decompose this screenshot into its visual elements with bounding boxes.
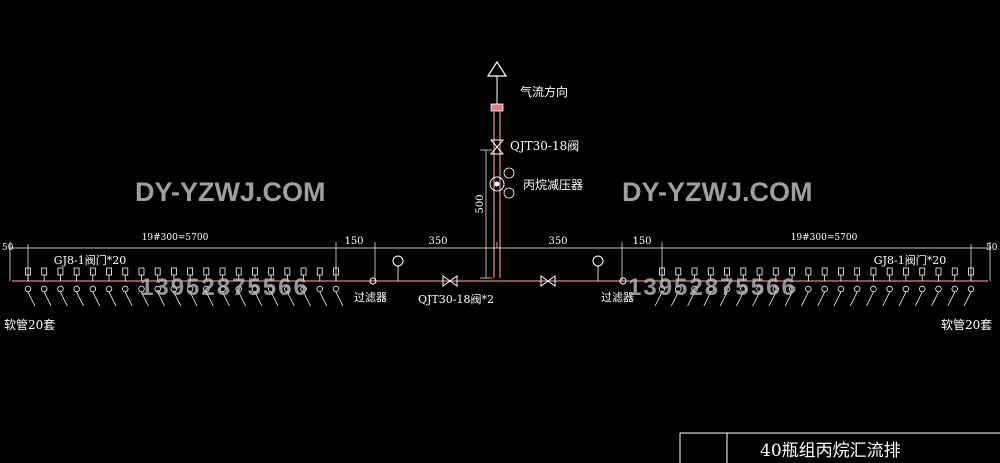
cylinder-valve-icon [931,267,942,307]
vertical-dimension [480,149,492,279]
cylinder-valve-icon [300,267,311,307]
riser-valve-icon [489,139,505,155]
cylinder-valve-icon [963,267,975,307]
filter-right-icon [619,277,627,285]
cylinder-valve-icon [154,267,166,307]
filter-left-icon [369,277,377,285]
cylinder-valve-icon [186,267,198,307]
dim-left-150: 150 [344,236,363,247]
cylinder-valve-icon [784,267,796,307]
cylinder-valve-icon [654,267,666,307]
cylinder-valve-icon [719,267,731,307]
cylinder-valve-icon [735,267,747,307]
main-valve-label: QJT30-18阀*2 [418,292,494,306]
hose-right-label: 软管20套 [941,317,992,332]
cylinder-valve-icon [914,267,926,307]
cylinder-valve-icon [332,267,344,307]
pressure-gauge-left-icon [392,255,404,281]
cylinder-valve-icon [170,267,182,307]
dim-left-span: 19#300=5700 [142,233,209,243]
dim-left-350: 350 [428,236,447,247]
phone-watermark-left: 13952875566 [140,274,309,301]
dim-right-350: 350 [548,236,567,247]
flow-arrow-icon [486,60,508,104]
valve-bank-right-label: GJ8-1阀门*20 [874,253,946,267]
phone-watermark-right: 13952875566 [628,274,797,301]
cylinder-valve-icon [866,267,877,307]
hose-left-label: 软管20套 [4,317,55,332]
flow-direction-label: 气流方向 [520,84,568,99]
regulator-label: 丙烷减压器 [523,178,583,192]
cylinder-valve-icon [284,267,295,307]
cylinder-valve-icon [122,267,133,307]
cylinder-valve-icon [219,267,230,307]
cylinder-valve-icon [105,267,117,307]
pressure-gauge-right-icon [592,255,604,281]
cylinder-valve-icon [849,267,861,307]
cylinder-valve-icon [670,267,682,307]
riser-cap [490,103,504,112]
cylinder-valve-icon [73,267,84,307]
main-valve-right-icon [540,275,556,287]
cylinder-valve-icon [898,267,910,307]
watermark-right: DY-YZWJ.COM [622,177,813,207]
cylinder-valve-icon [817,267,828,307]
cylinder-valve-icon [768,267,780,307]
cylinder-valve-icon [138,267,149,307]
cylinder-valve-icon [833,267,845,307]
dim-right-span: 19#300=5700 [791,233,858,243]
cylinder-valve-icon [687,267,698,307]
regulator-icon [489,167,515,199]
cylinder-valve-icon [882,267,893,307]
valve-bank-left-label: GJ8-1阀门*20 [54,253,126,267]
filter-right-label: 过滤器 [601,291,634,304]
valve-bank-right [654,267,975,307]
filter-left-label: 过滤器 [354,291,387,304]
vertical-dimension-text: 500 [475,194,486,213]
main-valve-left-icon [442,275,458,287]
cylinder-valve-icon [752,267,763,307]
dim-right-150: 150 [632,236,651,247]
cylinder-valve-icon [203,267,214,307]
dim-left-far: 50 [2,243,14,253]
cylinder-valve-icon [235,267,247,307]
cylinder-valve-icon [947,267,958,307]
watermark-left: DY-YZWJ.COM [135,177,326,207]
cylinder-valve-icon [316,267,328,307]
cylinder-valve-icon [89,267,101,307]
cylinder-valve-icon [24,267,36,307]
title-block [679,432,1000,463]
cylinder-valve-icon [251,267,263,307]
cylinder-valve-icon [703,267,714,307]
cylinder-valve-icon [57,267,68,307]
valve-bank-left [24,267,344,307]
drawing-title: 40瓶组丙烷汇流排 [760,441,901,461]
cylinder-valve-icon [801,267,812,307]
valve-top-label: QJT30-18阀 [510,139,579,153]
dim-right-far: 50 [986,243,998,253]
cylinder-valve-icon [267,267,279,307]
cylinder-valve-icon [41,267,52,307]
